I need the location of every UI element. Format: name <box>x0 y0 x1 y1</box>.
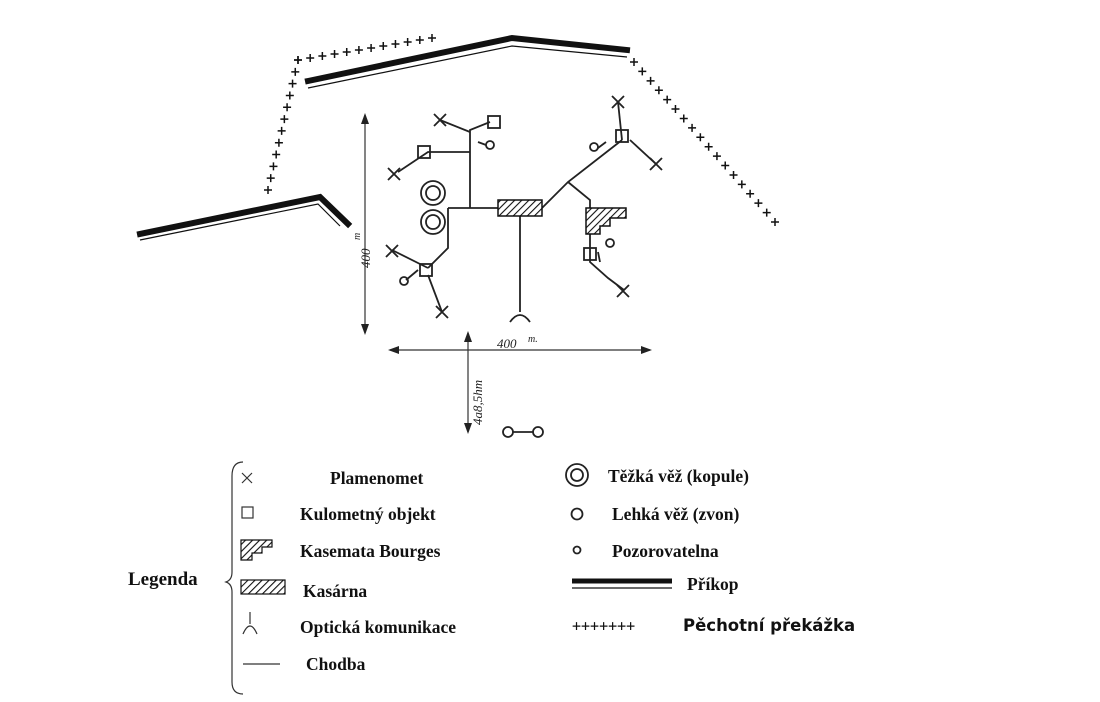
obstacle-cross <box>630 58 638 66</box>
ditch-outline <box>136 34 631 241</box>
dimension-horizontal: 400 m. <box>388 334 652 354</box>
obstacle-cross <box>646 76 655 85</box>
legend-label-heavy-turret: Těžká věž (kopule) <box>608 466 749 486</box>
obstacle-cross <box>274 138 283 147</box>
legend-heavy-turret-icon <box>565 463 589 487</box>
infantry-obstacle-lines <box>264 34 779 226</box>
legend-barracks-icon <box>240 579 286 595</box>
machine-gun-object <box>417 145 431 159</box>
obstacle-cross <box>688 123 697 132</box>
obstacle-cross <box>737 180 746 189</box>
obstacle-cross <box>294 56 302 64</box>
obstacle-cross <box>291 67 300 76</box>
heavy-turret-lower <box>420 209 446 235</box>
legend: Legenda Plamenomet Kulometný objekt Kase… <box>128 461 855 695</box>
legend-optical-icon <box>242 612 258 635</box>
legend-label-machine-gun: Kulometný objekt <box>300 504 436 524</box>
obstacle-cross <box>403 38 412 46</box>
legend-label-barracks: Kasárna <box>303 581 367 601</box>
dimension-vertical: 400 m <box>352 113 373 335</box>
obstacle-cross <box>771 218 779 226</box>
machine-gun-object <box>419 263 433 277</box>
obstacle-cross <box>721 161 730 170</box>
legend-label-trench: Příkop <box>687 574 739 594</box>
observation-post <box>399 276 409 286</box>
legend-machine-gun-icon <box>241 506 254 519</box>
machine-gun-object <box>615 129 629 143</box>
obstacle-cross <box>288 79 297 88</box>
barracks <box>497 199 543 217</box>
obstacle-cross <box>283 103 292 112</box>
obstacle-cross <box>306 54 315 62</box>
obstacle-cross <box>277 126 286 135</box>
obstacle-cross <box>318 52 327 60</box>
obstacle-cross <box>663 95 672 104</box>
legend-brace <box>224 461 244 695</box>
vertical-dim-unit: m <box>352 233 363 240</box>
horizontal-dim-value: 400 <box>497 336 517 351</box>
legend-light-turret-icon <box>570 507 584 521</box>
machine-gun-object <box>487 115 501 129</box>
obstacle-cross <box>638 67 647 76</box>
obstacle-cross <box>264 186 272 194</box>
flamethrower-marks <box>385 95 663 319</box>
distance-dim-value: 4a8,5hm <box>470 380 485 425</box>
obstacle-cross <box>754 199 763 208</box>
obstacle-cross <box>712 152 721 161</box>
obstacle-cross <box>654 86 663 95</box>
legend-flamethrower-icon <box>241 472 253 484</box>
corridor-network <box>391 101 657 313</box>
obstacle-cross <box>330 50 339 58</box>
machine-gun-object <box>583 247 597 261</box>
legend-bourges-icon <box>240 539 273 561</box>
legend-label-obstacle: Pěchotní překážka <box>683 616 855 635</box>
observation-post <box>589 142 599 152</box>
legend-obstacle-icon: +++++++ <box>572 617 635 635</box>
obstacle-cross <box>367 44 376 52</box>
obstacle-cross <box>272 150 281 159</box>
legend-label-observation: Pozorovatelna <box>612 541 719 561</box>
obstacle-cross <box>746 189 755 198</box>
outer-observation-pair <box>502 426 544 438</box>
obstacle-cross <box>342 48 351 56</box>
bourges-casemate <box>585 207 627 235</box>
obstacle-cross <box>379 42 388 50</box>
obstacle-cross <box>354 46 363 54</box>
legend-label-corridor: Chodba <box>306 654 366 674</box>
obstacle-cross <box>285 91 294 100</box>
legend-observation-icon <box>572 545 582 555</box>
obstacle-cross <box>679 114 688 123</box>
svg-text:400: 400 <box>358 248 373 268</box>
obstacle-cross <box>391 40 400 48</box>
legend-label-light-turret: Lehká věž (zvon) <box>612 504 740 524</box>
legend-label-optical: Optická komunikace <box>300 617 456 637</box>
obstacle-cross <box>671 105 680 114</box>
observation-post <box>485 140 495 150</box>
heavy-turret-upper <box>420 180 446 206</box>
legend-label-bourges: Kasemata Bourges <box>300 541 441 561</box>
obstacle-cross <box>696 133 705 142</box>
optical-communication-node <box>509 314 531 323</box>
observation-post <box>605 238 615 248</box>
vertical-dim-value: 400 <box>358 248 373 268</box>
obstacle-cross <box>428 34 436 42</box>
legend-label-flamethrower: Plamenomet <box>330 468 423 488</box>
obstacle-cross <box>704 142 713 151</box>
obstacle-cross <box>266 174 275 183</box>
obstacle-cross <box>762 208 771 217</box>
legend-trench-icon <box>572 578 672 589</box>
obstacle-cross <box>280 115 289 124</box>
horizontal-dim-unit: m. <box>528 334 538 345</box>
dimension-distance: 4a8,5hm <box>464 331 485 434</box>
obstacle-cross <box>269 162 278 171</box>
obstacle-cross <box>729 170 738 179</box>
legend-title: Legenda <box>128 569 198 590</box>
obstacle-cross <box>415 36 424 44</box>
